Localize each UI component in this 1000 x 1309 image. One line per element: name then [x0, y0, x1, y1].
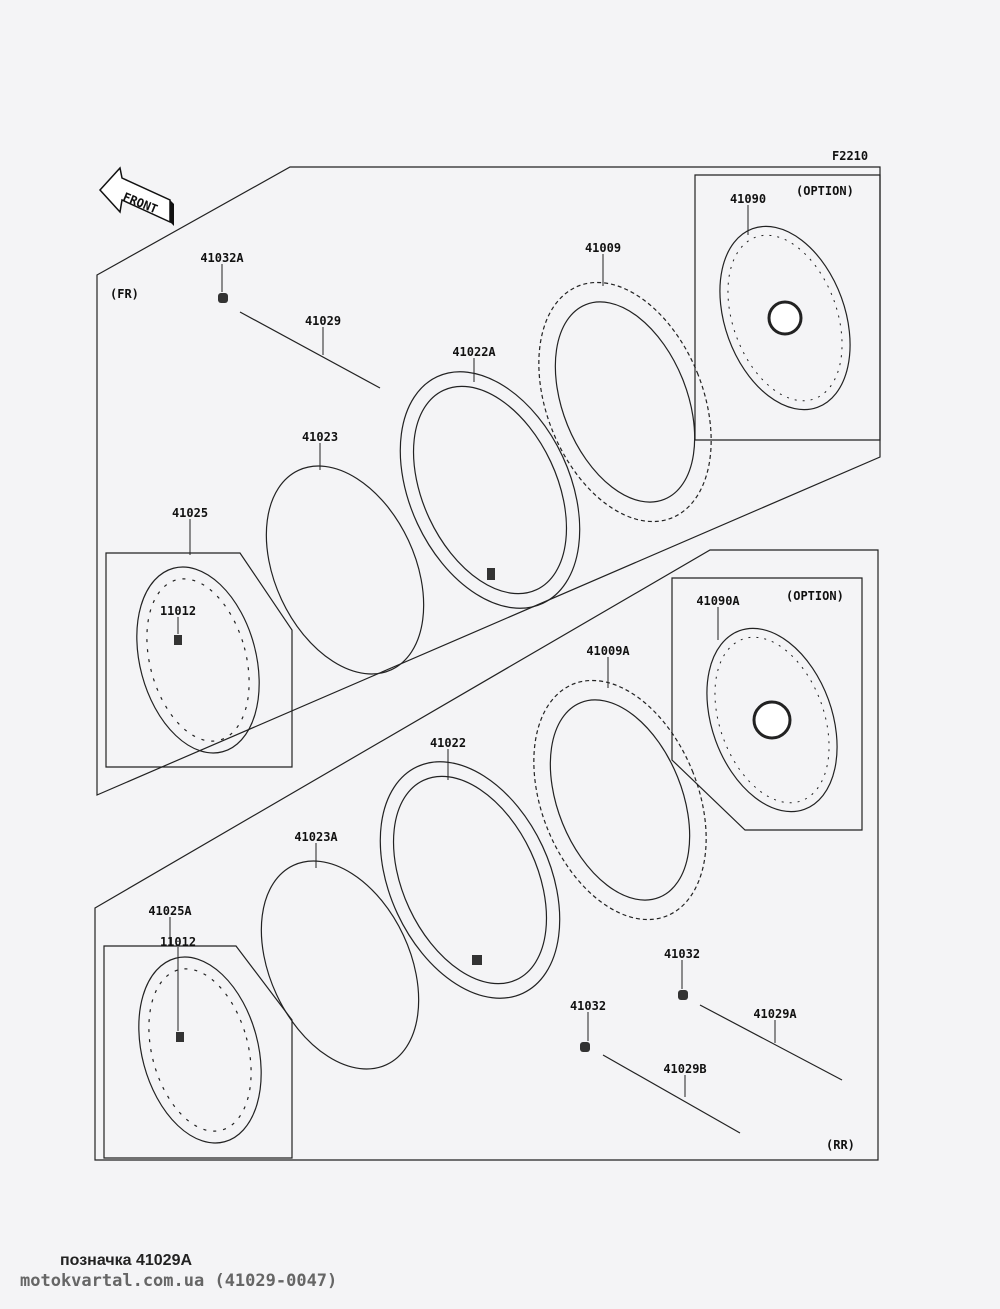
part-label[interactable]: 41009 [585, 241, 621, 255]
part-caption: позначка 41029A [60, 1252, 193, 1269]
option-box-front [694, 174, 881, 441]
section-label-front: (FR) [110, 287, 139, 301]
rim-band-41023 [265, 465, 425, 675]
rim-box-rear [103, 945, 293, 1159]
part-label[interactable]: 41032 [570, 999, 606, 1013]
part-label[interactable]: 41025 [172, 506, 208, 520]
leader-lines [169, 205, 776, 1097]
valve-cap-41032-a [678, 990, 688, 1000]
tube-41022A [399, 371, 581, 609]
spoke-41029 [239, 311, 381, 389]
site-watermark: motokvartal.com.ua (41029-0047) [20, 1271, 338, 1291]
rim-41025A [138, 956, 262, 1144]
part-label[interactable]: 41032 [664, 947, 700, 961]
part-label[interactable]: 41023A [294, 830, 338, 844]
wheel-41090A [706, 627, 838, 813]
option-box-rear [671, 577, 863, 831]
spoke-41029A [699, 1004, 843, 1081]
section-label-rear: (RR) [826, 1138, 855, 1152]
part-label[interactable]: 41029A [753, 1007, 797, 1021]
part-label[interactable]: 41090A [696, 594, 740, 608]
valve-cap-41032A [218, 293, 228, 303]
part-label[interactable]: 41025A [148, 904, 192, 918]
option-label-front: (OPTION) [796, 184, 854, 198]
part-label[interactable]: 41090 [730, 192, 766, 206]
part-label[interactable]: 41009A [586, 644, 630, 658]
spoke-41029B [602, 1054, 741, 1134]
part-label[interactable]: 41029 [305, 314, 341, 328]
part-label[interactable]: 41022 [430, 736, 466, 750]
tube-41022 [379, 761, 561, 999]
part-label[interactable]: 11012 [160, 604, 196, 618]
valve-cap-41032-b [580, 1042, 590, 1052]
tire-41009A [533, 679, 707, 921]
rim-band-41023A [260, 860, 420, 1070]
rim-41025 [136, 566, 260, 754]
figure-code: F2210 [832, 149, 868, 163]
part-label[interactable]: 41023 [302, 430, 338, 444]
wheel-41090 [719, 225, 851, 411]
tire-41009 [538, 281, 712, 523]
rim-box-front [105, 552, 293, 768]
rear-panel-outline [94, 549, 879, 1161]
part-label[interactable]: 41029B [663, 1062, 706, 1076]
option-label-rear: (OPTION) [786, 589, 844, 603]
part-label[interactable]: 11012 [160, 935, 196, 949]
front-arrow-icon: FRONT [98, 166, 174, 226]
part-label[interactable]: 41022A [452, 345, 496, 359]
part-label[interactable]: 41032A [200, 251, 244, 265]
